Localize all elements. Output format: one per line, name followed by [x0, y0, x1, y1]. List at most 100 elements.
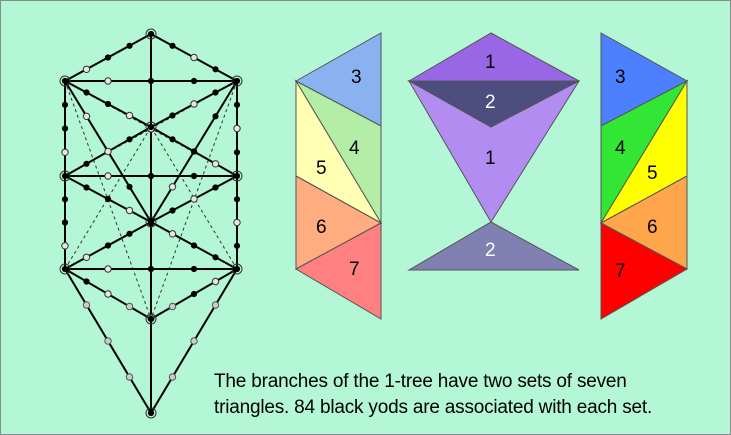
white-yod [61, 242, 69, 250]
black-yod [233, 101, 241, 108]
sephirah-yod [147, 315, 155, 323]
black-yod [212, 184, 219, 191]
white-yod [82, 253, 91, 261]
sephirah-yod [61, 77, 69, 85]
left-triangle-set: 3 4 5 6 7 [294, 32, 383, 320]
sephirah-ring [145, 121, 157, 133]
left-triangle-3-label: 3 [351, 67, 362, 88]
center-triangle-2-bottom-label: 2 [485, 240, 496, 261]
tree-dashed-line [64, 126, 152, 270]
sephirah-ring [145, 216, 157, 228]
black-yod [61, 101, 69, 108]
white-yod [82, 65, 91, 74]
black-yod [190, 148, 198, 155]
black-yod [147, 77, 155, 85]
caption-line-1: The branches of the 1-tree have two sets… [214, 371, 627, 392]
white-yod [190, 53, 198, 62]
center-triangle-1-top-label: 1 [485, 52, 496, 73]
center-triangle-1-lower-label: 1 [485, 148, 496, 169]
right-triangle-set: 3 4 5 6 7 [599, 32, 689, 320]
right-triangle-7-label: 7 [615, 261, 626, 282]
black-yod [212, 66, 219, 73]
black-yod [83, 278, 90, 285]
black-yod [61, 125, 69, 132]
sephirah-ring [231, 75, 243, 87]
one-tree-figure [59, 28, 243, 419]
black-yod [126, 230, 133, 237]
black-yod [147, 172, 155, 180]
black-yod [190, 290, 198, 298]
sephirah-yod [147, 218, 155, 226]
black-yod [126, 136, 133, 143]
black-yod [212, 89, 219, 96]
sephirah-ring [59, 170, 71, 182]
left-triangle-7-label: 7 [349, 259, 360, 280]
black-yod [190, 242, 198, 249]
black-yod [169, 207, 176, 214]
black-yod [212, 113, 219, 120]
sephirah-ring [231, 263, 243, 275]
sephirah-ring [59, 75, 71, 87]
grey-yod [125, 302, 134, 311]
sephirah-ring [231, 170, 243, 182]
tree-dashed-line [150, 126, 238, 270]
left-triangle-5-label: 5 [316, 158, 327, 179]
sephirah-ring [145, 28, 157, 40]
black-yod [169, 136, 176, 143]
caption: The branches of the 1-tree have two sets… [214, 369, 724, 421]
right-triangle-3-label: 3 [615, 67, 626, 88]
black-yod [233, 149, 241, 156]
grey-yod [82, 301, 91, 309]
caption-line-2: triangles. 84 black yods are associated … [214, 397, 653, 418]
grey-yod [168, 302, 177, 311]
black-yod [147, 265, 155, 273]
black-yod [83, 160, 90, 167]
black-yod [126, 42, 133, 49]
right-triangle-7 [600, 222, 689, 320]
white-yod [104, 265, 112, 273]
black-yod [190, 265, 198, 273]
sephirah-yod [147, 409, 155, 417]
white-yod [168, 183, 177, 191]
black-yod [169, 112, 176, 119]
grey-yod [190, 337, 198, 345]
right-triangle-4-label: 4 [615, 138, 626, 159]
black-yod [190, 172, 198, 180]
white-yod [61, 148, 69, 157]
sephirah-yod [233, 265, 241, 273]
sephirah-ring [59, 263, 71, 275]
black-yod [126, 183, 133, 190]
left-triangle-7 [294, 222, 382, 320]
white-yod [233, 124, 241, 133]
white-yod [168, 230, 177, 238]
sephirah-yod [233, 172, 241, 180]
center-triangle-set: 1 2 1 2 [407, 32, 581, 271]
right-triangle-5-label: 5 [647, 163, 658, 184]
grey-yod [211, 301, 220, 309]
left-triangle-4-label: 4 [349, 138, 360, 159]
white-yod [104, 172, 112, 180]
black-yod [104, 100, 112, 108]
black-yod [83, 89, 90, 96]
white-yod [82, 112, 91, 121]
left-triangle-6-label: 6 [316, 217, 327, 238]
black-yod [212, 254, 219, 261]
black-yod [83, 184, 90, 191]
sephirah-yod [61, 172, 69, 180]
tree-yods [59, 28, 243, 419]
white-yod [190, 100, 198, 108]
center-triangle-2-bottom [407, 221, 580, 271]
sephirah-yod [147, 123, 155, 131]
white-yod [104, 77, 112, 85]
grey-yod [168, 373, 177, 381]
black-yod [169, 42, 176, 49]
white-yod [125, 111, 134, 120]
white-yod [104, 147, 112, 156]
sephirah-yod [147, 30, 155, 38]
black-yod [104, 195, 112, 203]
grey-yod [104, 337, 112, 345]
white-yod [233, 218, 241, 227]
white-yod [190, 195, 198, 203]
